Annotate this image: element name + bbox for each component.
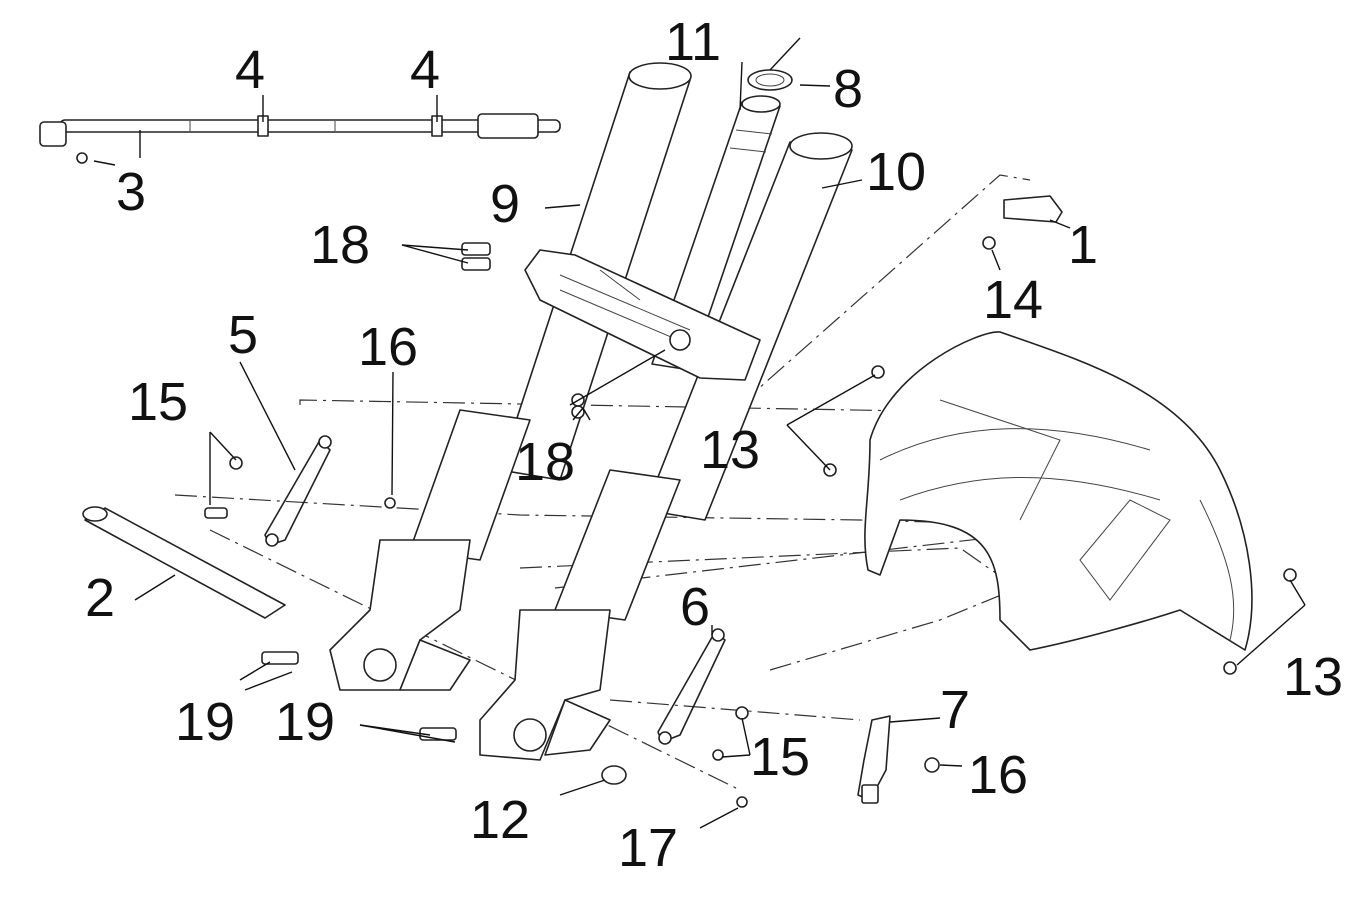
callout-3: 3 xyxy=(116,162,146,222)
front-fender xyxy=(823,331,1297,675)
callout-9: 9 xyxy=(490,174,520,234)
fender-bracket xyxy=(982,195,1063,250)
callout-18-bottom: 18 xyxy=(515,432,575,492)
axle-nut xyxy=(601,765,627,785)
callout-10: 10 xyxy=(866,142,926,202)
right-hose-bracket xyxy=(657,628,749,761)
callout-19-left: 19 xyxy=(175,692,235,752)
callout-8: 8 xyxy=(833,59,863,119)
callout-17: 17 xyxy=(618,818,678,878)
callout-16-bottom: 16 xyxy=(968,745,1028,805)
front-axle xyxy=(82,506,286,619)
callout-16-top: 16 xyxy=(358,317,418,377)
callout-12: 12 xyxy=(470,790,530,850)
leader-lines xyxy=(93,37,1306,829)
axle-pinch-screw xyxy=(736,796,748,808)
callout-2: 2 xyxy=(85,568,115,628)
callout-labels: 1 2 3 4 4 5 6 7 8 9 10 11 12 13 13 14 15… xyxy=(85,12,1343,878)
left-fork-bottom xyxy=(261,539,471,691)
callout-1: 1 xyxy=(1068,215,1098,275)
callout-7: 7 xyxy=(940,680,970,740)
right-fork-bottom xyxy=(419,609,611,761)
left-hose-bracket xyxy=(204,435,396,547)
callout-4-right: 4 xyxy=(410,40,440,100)
callout-6: 6 xyxy=(680,577,710,637)
lower-triple-clamp xyxy=(524,249,761,381)
callout-11: 11 xyxy=(665,12,721,72)
callout-15-left: 15 xyxy=(128,372,188,432)
callout-14: 14 xyxy=(983,270,1043,330)
callout-4-left: 4 xyxy=(235,40,265,100)
speedometer-cable xyxy=(39,113,561,164)
callout-18-top: 18 xyxy=(310,215,370,275)
sensor-bracket xyxy=(857,715,940,804)
right-fork-tube xyxy=(554,132,853,621)
callout-15-right: 15 xyxy=(750,727,810,787)
callout-13-top: 13 xyxy=(700,420,760,480)
callout-5: 5 xyxy=(228,305,258,365)
bearing-ring xyxy=(747,69,793,91)
callout-19-right: 19 xyxy=(275,692,335,752)
callout-13-bottom: 13 xyxy=(1283,647,1343,707)
